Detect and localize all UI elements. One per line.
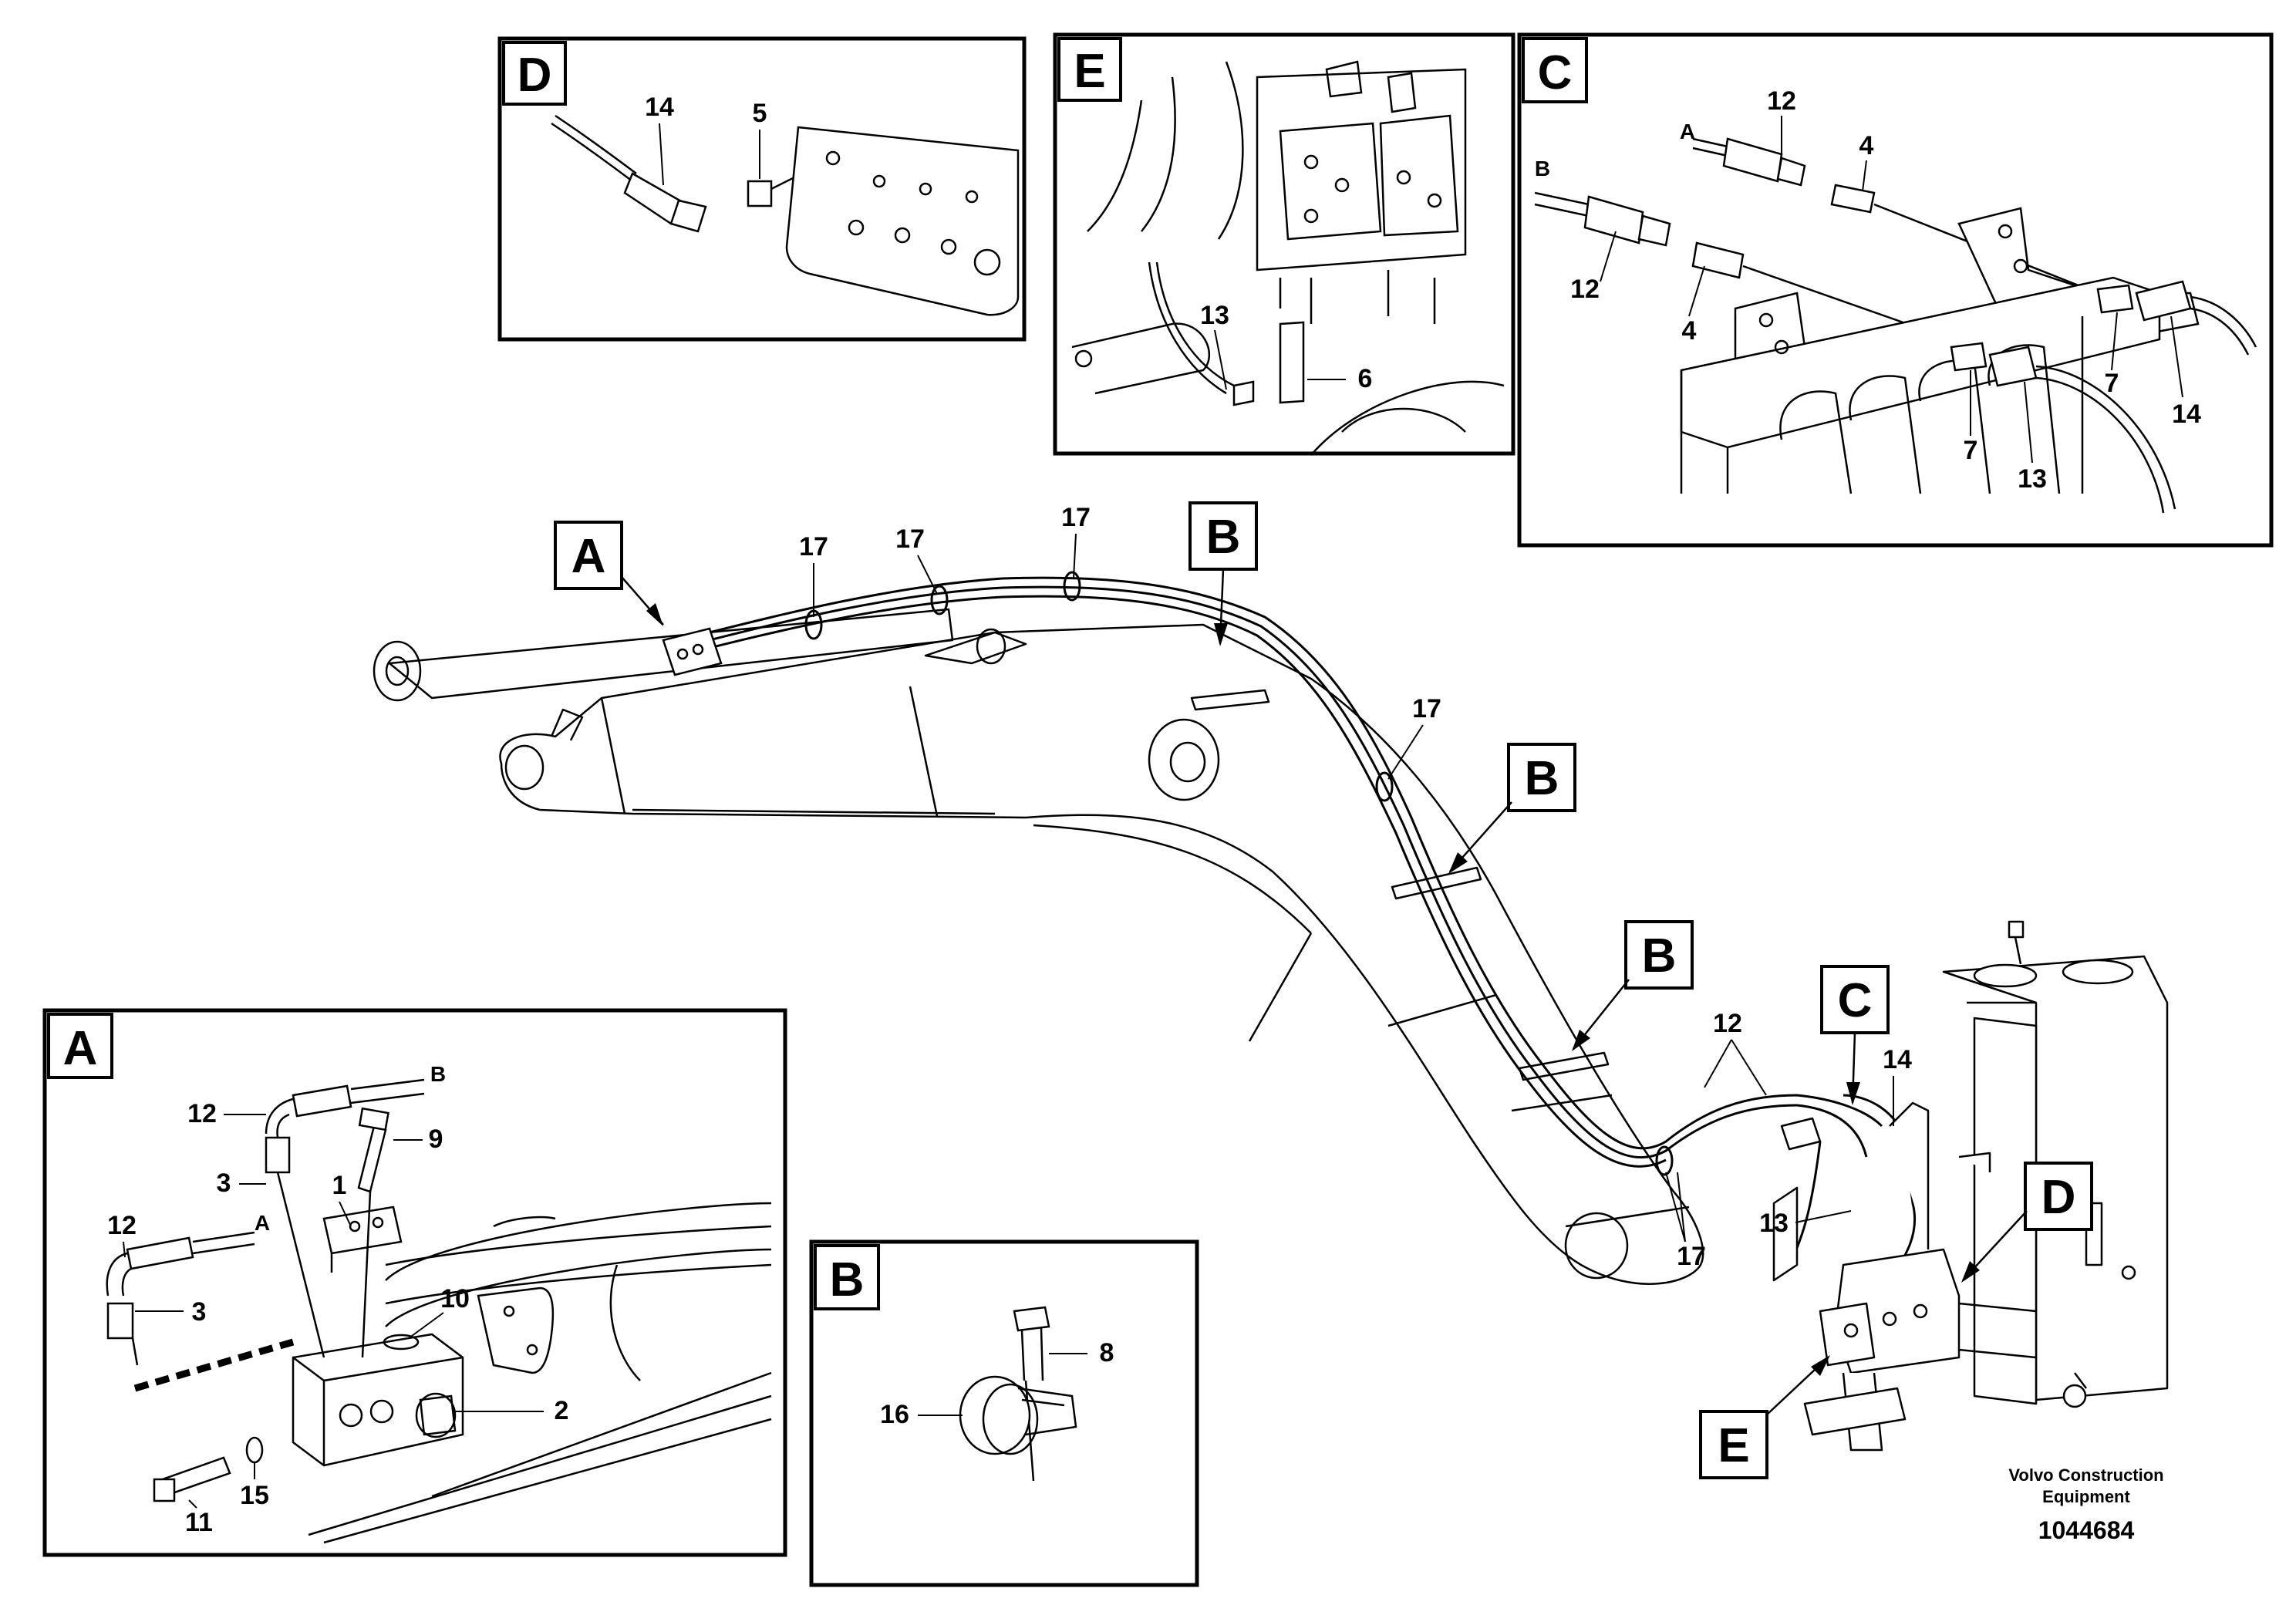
inset-c-callout-13: 13 (2018, 464, 2047, 494)
boom-hoses (678, 576, 1917, 1281)
boom-valve-block (662, 627, 723, 676)
inset-a-letter: A (63, 1022, 98, 1075)
callout-17-a: 17 (799, 532, 828, 561)
inset-c-port-a: A (1680, 120, 1695, 143)
inset-b-callout-8: 8 (1100, 1338, 1114, 1367)
inset-a-callout-12-top: 12 (187, 1099, 217, 1128)
ref-d: D (2041, 1171, 2076, 1224)
callout-17-d: 17 (1412, 694, 1441, 723)
brand-line-1: Volvo Construction (2008, 1465, 2163, 1485)
ref-b3: B (1642, 929, 1677, 983)
inset-b: B 8 16 (809, 1239, 1199, 1587)
ref-e: E (1718, 1419, 1749, 1472)
inset-e-callout-6: 6 (1358, 364, 1373, 393)
inset-d-callout-5: 5 (753, 99, 767, 128)
inset-d-letter: D (518, 49, 552, 102)
callout-17-c: 17 (1061, 503, 1091, 532)
callout-13-main: 13 (1759, 1209, 1789, 1238)
inset-c-callout-7-right: 7 (2105, 369, 2119, 398)
inset-e-callout-13: 13 (1200, 301, 1229, 330)
inset-a-callout-9: 9 (429, 1125, 443, 1154)
inset-c-callout-12-bottom: 12 (1570, 275, 1600, 304)
inset-a-callout-3-left: 3 (192, 1297, 207, 1327)
ref-a: A (571, 530, 606, 583)
inset-c: C (1517, 32, 2274, 548)
main-callouts: 17 17 17 17 17 12 14 13 (799, 503, 1912, 1271)
inset-a-callout-3-top: 3 (217, 1168, 231, 1198)
ref-c: C (1838, 974, 1873, 1027)
inset-c-callout-14: 14 (2172, 400, 2201, 429)
inset-a-callout-12-left: 12 (107, 1211, 137, 1240)
inset-d-callout-14: 14 (645, 93, 674, 122)
ref-b1: B (1206, 511, 1241, 564)
main-reference-labels: A B B B C D E (554, 501, 2093, 1479)
callout-17-b: 17 (895, 524, 925, 554)
inset-a-port-a: A (255, 1211, 270, 1235)
inset-a-port-b: B (430, 1062, 446, 1086)
inset-c-callout-4-bottom: 4 (1682, 316, 1697, 346)
boom-assembly (373, 608, 1704, 1285)
inset-c-port-b: B (1535, 157, 1550, 180)
callout-17-e: 17 (1677, 1242, 1706, 1271)
inset-a-callout-2: 2 (555, 1396, 569, 1425)
inset-a-callout-11: 11 (185, 1508, 213, 1537)
footer: Volvo Construction Equipment 1044684 (2008, 1465, 2163, 1544)
inset-e-letter: E (1074, 45, 1105, 98)
brand-line-2: Equipment (2042, 1487, 2130, 1506)
inset-a: A (42, 1008, 787, 1557)
inset-b-letter: B (830, 1253, 865, 1307)
doc-number: 1044684 (2038, 1516, 2135, 1544)
callout-14-main: 14 (1883, 1045, 1912, 1074)
inset-b-callout-16: 16 (880, 1400, 909, 1429)
inset-d: D 14 5 (497, 36, 1027, 342)
ref-b2: B (1525, 752, 1559, 805)
inset-c-callout-12-top: 12 (1767, 86, 1796, 116)
inset-c-letter: C (1538, 46, 1573, 99)
inset-a-callout-1: 1 (332, 1171, 347, 1200)
inset-c-callout-4-top: 4 (1859, 131, 1874, 160)
inset-e: E 13 6 (1053, 32, 1515, 456)
inset-a-callout-15: 15 (240, 1481, 269, 1510)
inset-c-callout-7-left: 7 (1964, 436, 1978, 465)
inset-a-callout-10: 10 (440, 1284, 470, 1313)
callout-12-main: 12 (1713, 1009, 1742, 1038)
